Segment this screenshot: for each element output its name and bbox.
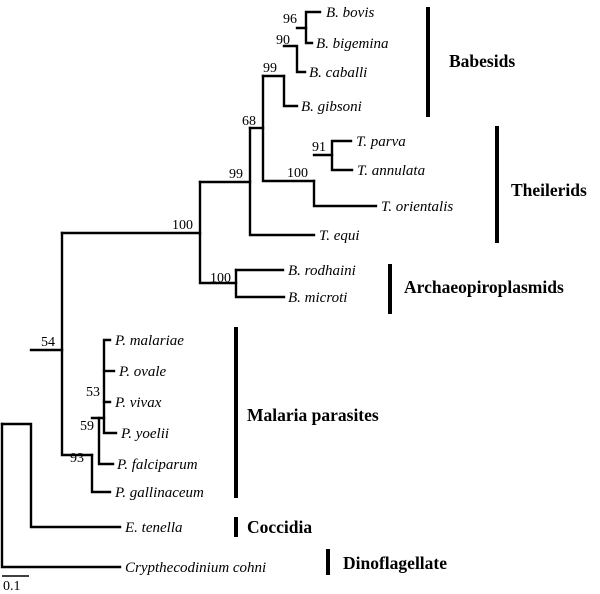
taxon-b-rodhaini: B. rodhaini <box>288 263 356 279</box>
bootstrap-53: 53 <box>86 385 100 400</box>
branch-babesids-root <box>282 74 299 108</box>
branch-node-100-piro <box>60 231 94 457</box>
label-archaeopiroplasmids: Archaeopiroplasmids <box>404 277 564 297</box>
taxon-t-annulata: T. annulata <box>357 163 425 179</box>
bootstrap-59: 59 <box>80 419 94 434</box>
taxon-b-caballi: B. caballi <box>309 65 367 81</box>
branch-node-100-archaeo <box>234 268 286 299</box>
taxon-e-tenella: E. tenella <box>124 520 182 536</box>
branch-node-68 <box>248 126 316 237</box>
branch-ingroup <box>0 422 122 529</box>
taxon-b-bigemina: B. bigemina <box>316 36 389 52</box>
taxon-p-malariae: P. malariae <box>114 333 184 349</box>
clade-groups: Babesids Theilerids Archaeopiroplasmids … <box>234 7 587 575</box>
bootstrap-values: 96 90 99 68 91 100 99 100 100 54 53 59 9… <box>41 12 326 466</box>
bootstrap-100-piroplasmida: 100 <box>172 218 193 233</box>
scale-bar: 0.1 <box>2 575 29 594</box>
bootstrap-100-archaeo: 100 <box>210 271 231 286</box>
bootstrap-93: 93 <box>70 451 84 466</box>
tree-branches <box>0 10 378 569</box>
bootstrap-99-piroplasms: 99 <box>229 167 243 182</box>
bootstrap-68: 68 <box>242 114 256 129</box>
taxon-p-vivax: P. vivax <box>114 395 162 411</box>
branch-node-59 <box>90 416 115 466</box>
branch-annulata <box>330 153 354 172</box>
taxon-p-yoelii: P. yoelii <box>120 426 169 442</box>
branch-bigemina <box>304 26 314 45</box>
branch-node-93 <box>90 453 112 494</box>
bootstrap-91: 91 <box>312 140 326 155</box>
branch-node-96 <box>295 10 322 30</box>
label-babesids: Babesids <box>449 51 515 71</box>
branch-node-53-group <box>97 400 112 420</box>
taxon-t-parva: T. parva <box>356 134 406 150</box>
branch-yoelii <box>102 416 118 435</box>
taxon-t-orientalis: T. orientalis <box>381 199 453 215</box>
bootstrap-54: 54 <box>41 335 55 350</box>
bootstrap-99-babesids: 99 <box>263 61 277 76</box>
taxon-labels: B. bovis B. bigemina B. caballi B. gibso… <box>114 5 453 576</box>
branch-node-99-b <box>198 180 238 285</box>
scale-bar-label: 0.1 <box>3 579 21 594</box>
label-coccidia: Coccidia <box>247 517 312 537</box>
taxon-t-equi: T. equi <box>319 228 360 244</box>
taxon-p-ovale: P. ovale <box>118 364 167 380</box>
label-dinoflagellate: Dinoflagellate <box>343 553 447 573</box>
branch-node-91 <box>312 139 353 157</box>
branch-malariae-ovale <box>102 338 112 404</box>
taxon-b-bovis: B. bovis <box>326 5 374 21</box>
taxon-b-microti: B. microti <box>288 290 347 306</box>
taxon-p-falciparum: P. falciparum <box>116 457 198 473</box>
branch-node-90 <box>282 44 307 74</box>
taxon-p-gallinaceum: P. gallinaceum <box>114 485 204 501</box>
branch-node-babesids-theilerids <box>261 74 316 183</box>
bootstrap-90: 90 <box>276 33 290 48</box>
branch-node-100-theilerids <box>312 179 378 208</box>
taxon-b-gibsoni: B. gibsoni <box>301 99 362 115</box>
branch-root <box>0 422 122 569</box>
bootstrap-96: 96 <box>283 12 297 27</box>
bootstrap-100-theilerids: 100 <box>287 166 308 181</box>
label-malaria-parasites: Malaria parasites <box>247 405 379 425</box>
label-theilerids: Theilerids <box>511 180 587 200</box>
taxon-crypthecodinium-cohni: Crypthecodinium cohni <box>125 560 266 576</box>
